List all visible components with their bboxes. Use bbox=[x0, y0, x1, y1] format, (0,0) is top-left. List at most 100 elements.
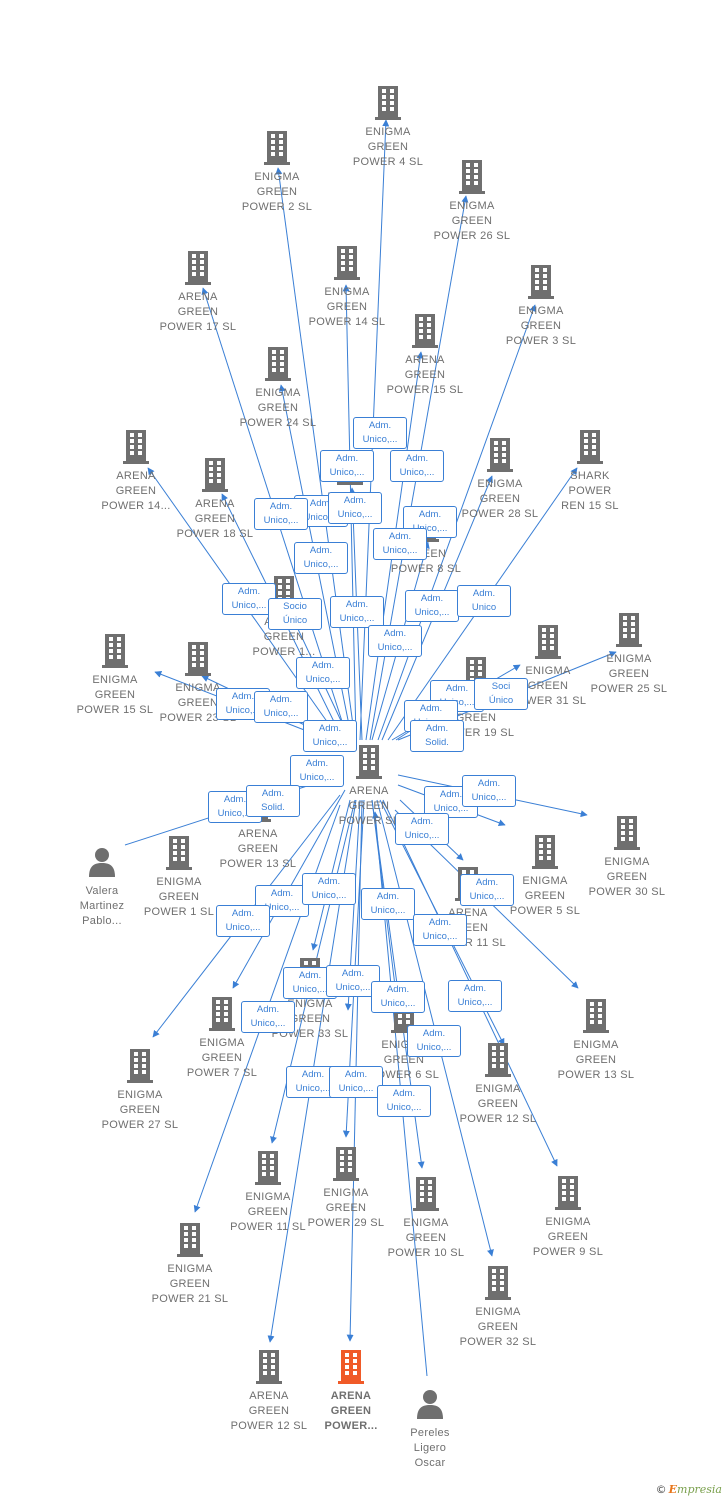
building-icon bbox=[255, 1151, 281, 1185]
building-icon bbox=[485, 1266, 511, 1300]
relation-label[interactable]: Adm. Unico,... bbox=[254, 691, 308, 723]
building-icon bbox=[485, 1043, 511, 1077]
node-label[interactable]: ENIGMA GREEN POWER 21 SL bbox=[151, 1263, 229, 1305]
node-label[interactable]: Valera Martinez Pablo... bbox=[79, 885, 125, 927]
relation-label[interactable]: Adm. Unico,... bbox=[361, 888, 415, 920]
building-icon bbox=[202, 458, 228, 492]
node-label[interactable]: ARENA GREEN POWER 12 SL bbox=[230, 1390, 308, 1432]
relation-label[interactable]: Adm. Unico,... bbox=[303, 720, 357, 752]
node-label[interactable]: SHARK POWER REN 15 SL bbox=[561, 470, 619, 512]
building-icon bbox=[333, 1147, 359, 1181]
node-label[interactable]: ENIGMA GREEN POWER 7 SL bbox=[186, 1037, 258, 1079]
relation-label[interactable]: Adm. Unico,... bbox=[407, 1025, 461, 1057]
relation-label[interactable]: Adm. Unico,... bbox=[222, 583, 276, 615]
relation-label[interactable]: Adm. Unico,... bbox=[405, 590, 459, 622]
relation-label[interactable]: Adm. Unico,... bbox=[353, 417, 407, 449]
relation-label[interactable]: Adm. Unico,... bbox=[208, 791, 262, 823]
node-label[interactable]: ARENA GREEN POWER 13 SL bbox=[219, 828, 297, 870]
node-label[interactable]: ARENA GREEN POWER 14... bbox=[101, 470, 171, 512]
relation-label[interactable]: Adm. Unico,... bbox=[413, 914, 467, 946]
relation-label[interactable]: Adm. Unico,... bbox=[460, 874, 514, 906]
relation-label[interactable]: Adm. Unico,... bbox=[320, 450, 374, 482]
node-label[interactable]: ENIGMA GREEN POWER 25 SL bbox=[590, 653, 668, 695]
building-icon bbox=[375, 86, 401, 120]
node-label[interactable]: ENIGMA GREEN POWER 28 SL bbox=[461, 478, 539, 520]
node-label[interactable]: ENIGMA GREEN POWER 12 SL bbox=[459, 1083, 537, 1125]
node-label[interactable]: ENIGMA GREEN POWER 4 SL bbox=[352, 126, 424, 168]
node-label[interactable]: ENIGMA GREEN POWER 9 SL bbox=[532, 1216, 604, 1258]
building-icon bbox=[256, 1350, 282, 1384]
relation-label[interactable]: Soci Único bbox=[474, 678, 528, 710]
relation-label[interactable]: Adm. Unico,... bbox=[216, 905, 270, 937]
relation-label[interactable]: Adm. Unico,... bbox=[390, 450, 444, 482]
building-icon bbox=[264, 131, 290, 165]
relation-label[interactable]: Adm. Solid. bbox=[410, 720, 464, 752]
copyright-symbol: © bbox=[655, 1483, 667, 1496]
building-icon bbox=[166, 836, 192, 870]
relation-label[interactable]: Adm. Unico,... bbox=[395, 813, 449, 845]
node-label[interactable]: ENIGMA GREEN POWER 32 SL bbox=[459, 1306, 537, 1348]
node-label[interactable]: ENIGMA GREEN POWER 33 SL bbox=[271, 998, 349, 1040]
person-icon bbox=[417, 1390, 443, 1419]
building-icon bbox=[532, 835, 558, 869]
building-icon bbox=[265, 347, 291, 381]
relation-label[interactable]: Adm. Unico,... bbox=[373, 528, 427, 560]
building-icon bbox=[356, 745, 382, 779]
node-label[interactable]: ENIGMA GREEN POWER 13 SL bbox=[557, 1039, 635, 1081]
node-label[interactable]: ENIGMA GREEN POWER 2 SL bbox=[241, 171, 313, 213]
node-label[interactable]: ENIGMA GREEN POWER 29 SL bbox=[307, 1187, 385, 1229]
building-icon bbox=[487, 438, 513, 472]
node-label[interactable]: ENIGMA GREEN POWER 24 SL bbox=[239, 387, 317, 429]
node-label[interactable]: ENIGMA GREEN POWER 11 SL bbox=[230, 1191, 306, 1233]
relation-label[interactable]: Socio Único bbox=[268, 598, 322, 630]
relation-label[interactable]: Adm. Unico,... bbox=[241, 1001, 295, 1033]
relation-label[interactable]: Adm. Unico,... bbox=[462, 775, 516, 807]
relation-label[interactable]: Adm. Unico,... bbox=[254, 498, 308, 530]
node-label[interactable]: ENIGMA GREEN POWER 30 SL bbox=[588, 856, 666, 898]
node-label[interactable]: ENIGMA GREEN POWER 5 SL bbox=[509, 875, 581, 917]
person-icon bbox=[89, 848, 115, 877]
brand-name: mpresia bbox=[677, 1483, 722, 1496]
relation-label[interactable]: Adm. Unico,... bbox=[368, 625, 422, 657]
relation-label[interactable]: Adm. Unico bbox=[457, 585, 511, 617]
relation-label[interactable]: Adm. Unico,... bbox=[255, 885, 309, 917]
relation-label[interactable]: Adm. Unico,... bbox=[330, 596, 384, 628]
node-label[interactable]: ENIGMA GREEN POWER 23 SL bbox=[159, 682, 236, 724]
node-label[interactable]: ENIGMA GREEN POWER 3 SL bbox=[505, 305, 577, 347]
building-icon bbox=[459, 160, 485, 194]
node-label[interactable]: ARENA GREEN POWER 15 SL bbox=[386, 354, 464, 396]
node-label[interactable]: ARENA GREEN POWER 18 SL bbox=[176, 498, 254, 540]
node-label[interactable]: ENIGMA GREEN POWER 27 SL bbox=[101, 1089, 179, 1131]
building-icon bbox=[334, 246, 360, 280]
node-label[interactable]: ENIGMA GREEN POWER 14 SL bbox=[308, 286, 386, 328]
relation-label[interactable]: Adm. Unico,... bbox=[377, 1085, 431, 1117]
relation-label[interactable]: Adm. Unico,... bbox=[302, 873, 356, 905]
node-label[interactable]: ENIGMA GREEN POWER 26 SL bbox=[433, 200, 511, 242]
node-label[interactable]: ENIGMA GREEN POWER 15 SL bbox=[76, 674, 154, 716]
relation-label[interactable]: Adm. Unico,... bbox=[371, 981, 425, 1013]
node-label[interactable]: ARENA GREEN POWER SL bbox=[338, 785, 400, 827]
empresia-watermark: ©Empresia bbox=[656, 1483, 722, 1496]
node-label[interactable]: Pereles Ligero Oscar bbox=[410, 1427, 450, 1469]
building-icon bbox=[102, 634, 128, 668]
relation-label[interactable]: Adm. Unico,... bbox=[294, 542, 348, 574]
relation-label[interactable]: Adm. Unico,... bbox=[296, 657, 350, 689]
building-icon bbox=[127, 1049, 153, 1083]
building-icon bbox=[412, 314, 438, 348]
node-label[interactable]: ENIGMA GREEN POWER 1 SL bbox=[143, 876, 215, 918]
building-icon bbox=[338, 1350, 364, 1384]
relation-label[interactable]: Adm. Unico,... bbox=[448, 980, 502, 1012]
node-label[interactable]: ENIGMA GREEN POWER 10 SL bbox=[387, 1217, 465, 1259]
relation-label[interactable]: Adm. Unico,... bbox=[290, 755, 344, 787]
building-icon bbox=[555, 1176, 581, 1210]
node-label[interactable]: ARENA GREEN POWER... bbox=[324, 1390, 378, 1432]
node-label[interactable]: ARENA GREEN POWER 17 SL bbox=[159, 291, 237, 333]
building-icon bbox=[185, 642, 211, 676]
building-icon bbox=[528, 265, 554, 299]
relation-label[interactable]: Adm. Unico,... bbox=[328, 492, 382, 524]
building-icon bbox=[583, 999, 609, 1033]
building-icon bbox=[177, 1223, 203, 1257]
building-icon bbox=[577, 430, 603, 464]
relation-label[interactable]: Adm. Unico,... bbox=[329, 1066, 383, 1098]
relation-label[interactable]: Adm. Solid. bbox=[246, 785, 300, 817]
